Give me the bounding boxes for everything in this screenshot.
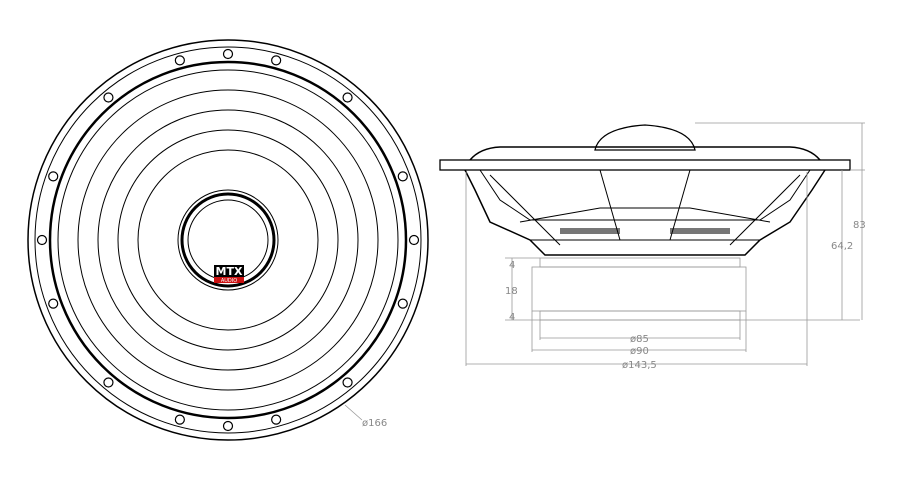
mounting-hole	[342, 377, 353, 388]
mounting-hole	[48, 171, 59, 182]
side-view: 4 18 4 ø85 ø90 ø143,5 64,2 83	[439, 122, 866, 371]
mounting-holes	[36, 48, 420, 432]
dim-magnet-height: 18	[505, 286, 518, 297]
mounting-hole	[174, 55, 185, 66]
dim-top-plate: 4	[509, 260, 515, 271]
front-view: MTX AUDIO ø166	[27, 39, 429, 441]
mounting-hole	[36, 234, 48, 246]
dim-mount-depth: 64,2	[831, 241, 853, 252]
dim-magnet-diameter: ø90	[630, 346, 649, 357]
mounting-hole	[271, 414, 282, 425]
mounting-hole	[174, 414, 185, 425]
dim-total-height: 83	[853, 220, 866, 231]
mounting-hole	[271, 55, 282, 66]
mounting-hole	[48, 298, 59, 309]
dim-cutout-diameter: ø143,5	[622, 360, 657, 371]
dim-plate-diameter: ø85	[630, 334, 649, 345]
mounting-hole	[222, 48, 234, 60]
dim-bottom-plate: 4	[509, 312, 515, 323]
mounting-hole	[222, 420, 234, 432]
mounting-hole	[103, 377, 114, 388]
diameter-label: ø166	[362, 418, 387, 429]
mounting-hole	[103, 92, 114, 103]
logo-mtx-audio: MTX AUDIO	[214, 265, 244, 284]
svg-text:MTX: MTX	[216, 265, 243, 278]
svg-text:AUDIO: AUDIO	[221, 278, 237, 284]
mounting-hole	[397, 171, 408, 182]
mounting-hole	[397, 298, 408, 309]
mounting-hole	[342, 92, 353, 103]
mounting-hole	[408, 234, 420, 246]
